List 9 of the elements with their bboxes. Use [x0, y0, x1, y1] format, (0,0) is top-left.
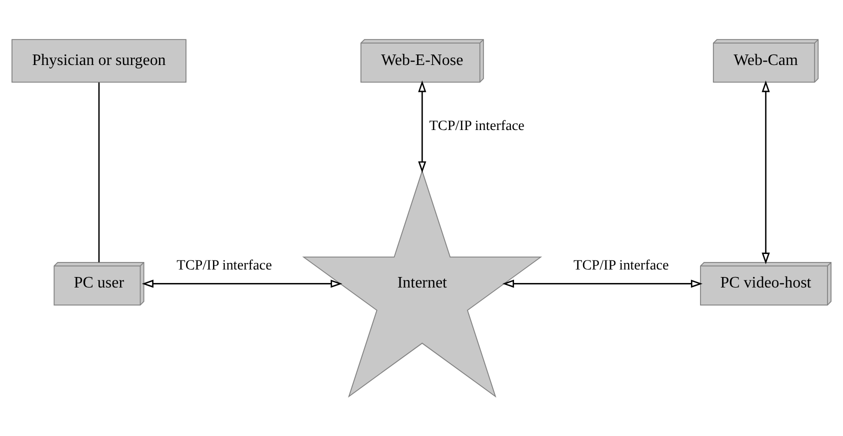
edge-label: TCP/IP interface — [429, 118, 524, 134]
arrow — [502, 280, 702, 288]
arrow — [418, 80, 426, 173]
arrow — [762, 80, 770, 264]
connector — [98, 82, 100, 262]
edge-label: TCP/IP interface — [176, 257, 272, 274]
arrow — [142, 280, 342, 288]
edge-label: TCP/IP interface — [574, 257, 669, 274]
node-box: Physician or surgeon — [12, 39, 186, 83]
